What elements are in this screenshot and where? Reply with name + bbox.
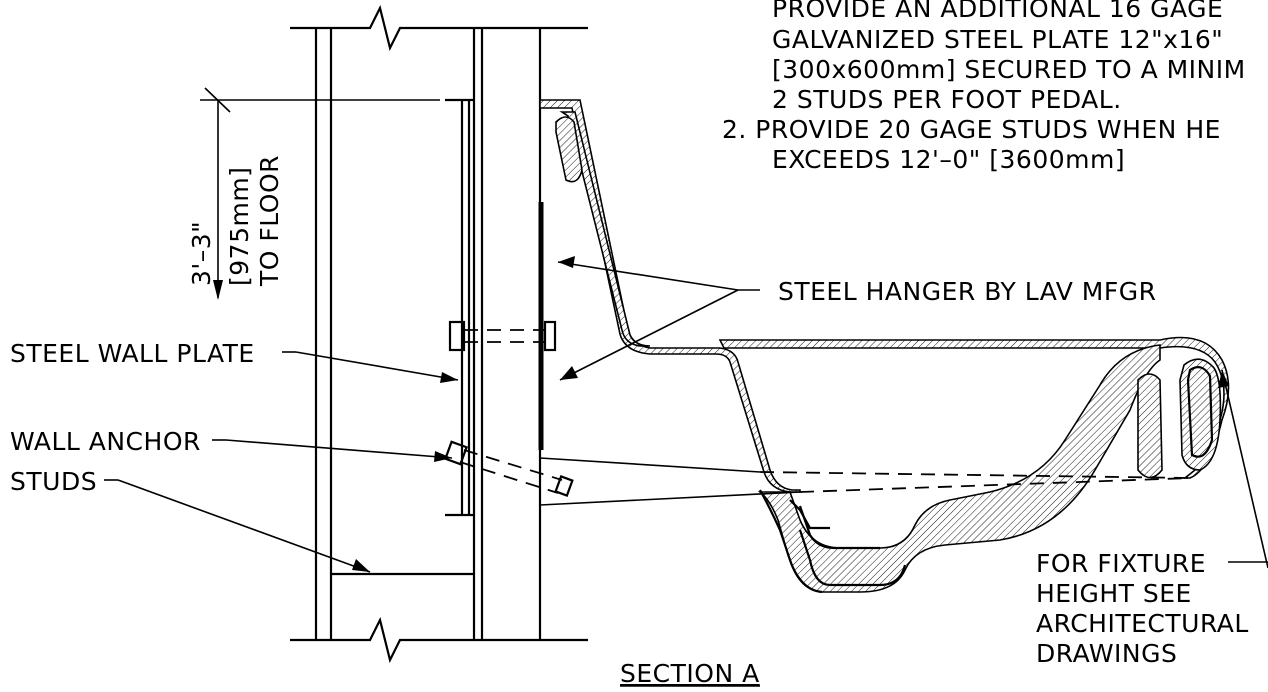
fixture-note-line-4: DRAWINGS — [1036, 639, 1177, 668]
note-line-2: GALVANIZED STEEL PLATE 12"x16" — [772, 25, 1223, 54]
fixture-note-line-1: FOR FIXTURE — [1036, 549, 1206, 578]
steel-wall-plate — [445, 98, 474, 517]
note-line-1: PROVIDE AN ADDITIONAL 16 GAGE — [772, 0, 1223, 23]
note-line-5: 2. PROVIDE 20 GAGE STUDS WHEN HE — [722, 115, 1221, 144]
label-steel-hanger: STEEL HANGER BY LAV MFGR — [778, 277, 1156, 306]
dimension-value: 3'–3" — [187, 221, 216, 286]
dimension-note: TO FLOOR — [255, 155, 284, 287]
anchor-projection-lines — [539, 457, 1191, 506]
dimension-text: 3'–3" [975mm] TO FLOOR — [187, 155, 284, 287]
note-line-4: 2 STUDS PER FOOT PEDAL. — [772, 85, 1122, 114]
lavatory-section — [539, 99, 1230, 594]
label-steel-wall-plate: STEEL WALL PLATE — [10, 339, 255, 368]
fixture-note-line-2: HEIGHT SEE — [1036, 579, 1192, 608]
hanger-bolts — [448, 320, 557, 352]
note-line-6: EXCEEDS 12'–0" [3600mm] — [772, 145, 1125, 174]
leader-lines — [104, 256, 1268, 573]
label-wall-anchor: WALL ANCHOR — [10, 427, 201, 456]
note-line-3: [300x600mm] SECURED TO A MINIM — [772, 55, 1246, 84]
dimension-metric: [975mm] — [225, 167, 254, 286]
wall-anchor-bolt — [443, 440, 574, 497]
wall-framing — [290, 4, 588, 664]
fixture-note-line-3: ARCHITECTURAL — [1036, 609, 1249, 638]
height-dimension — [200, 87, 440, 300]
label-studs: STUDS — [10, 467, 97, 496]
fixture-height-note: FOR FIXTURE HEIGHT SEE ARCHITECTURAL DRA… — [1036, 549, 1249, 668]
section-title: SECTION A — [620, 659, 760, 688]
general-notes: PROVIDE AN ADDITIONAL 16 GAGE GALVANIZED… — [722, 0, 1246, 174]
